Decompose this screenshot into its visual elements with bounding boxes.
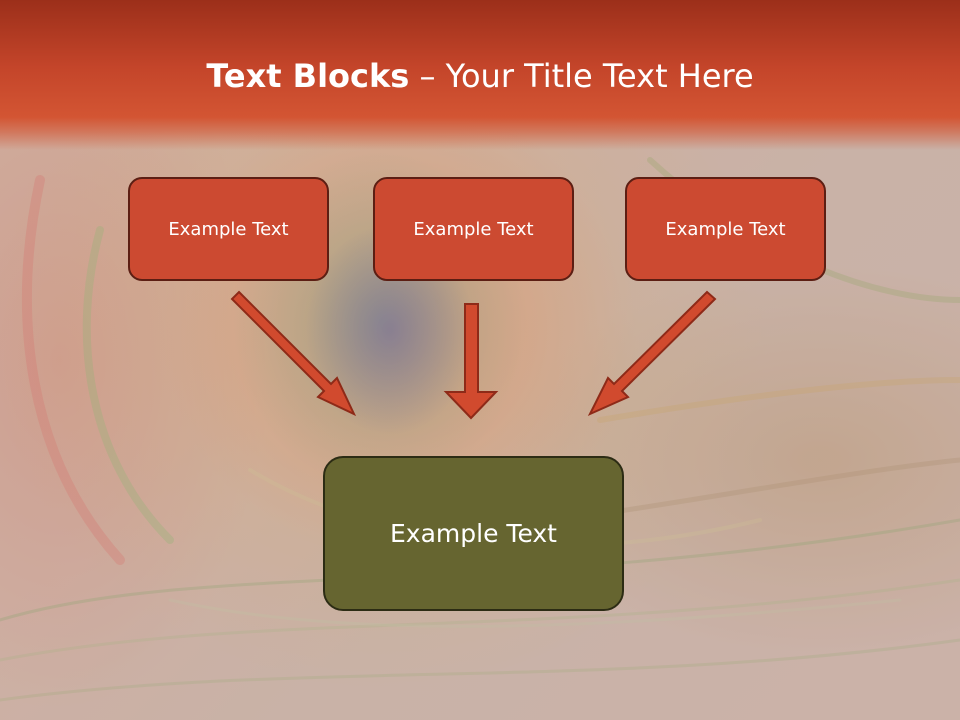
- arrow-down-left-icon: [587, 290, 717, 417]
- text-block-center-label: Example Text: [413, 218, 534, 240]
- title-bold: Text Blocks: [206, 57, 410, 95]
- text-block-center[interactable]: Example Text: [373, 177, 574, 281]
- title-rest: Your Title Text Here: [445, 57, 754, 95]
- slide-title: Text Blocks – Your Title Text Here: [0, 52, 960, 100]
- text-block-left-label: Example Text: [168, 218, 289, 240]
- result-block[interactable]: Example Text: [323, 456, 624, 611]
- arrow-down-icon: [443, 303, 499, 420]
- text-block-right-label: Example Text: [665, 218, 786, 240]
- title-bar: [0, 0, 960, 150]
- text-block-left[interactable]: Example Text: [128, 177, 329, 281]
- arrow-down-right-icon: [230, 290, 357, 417]
- result-block-label: Example Text: [390, 519, 557, 548]
- title-separator: –: [409, 57, 446, 95]
- text-block-right[interactable]: Example Text: [625, 177, 826, 281]
